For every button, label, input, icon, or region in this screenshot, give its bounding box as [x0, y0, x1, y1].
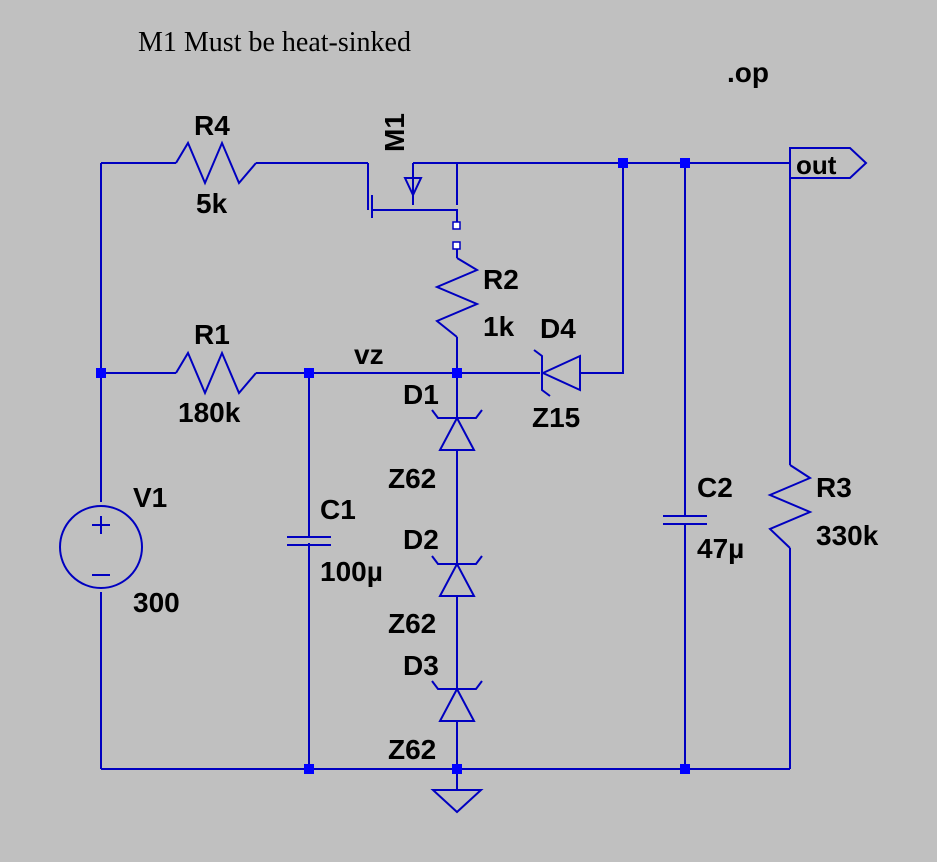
d1-cathode-bar: [431, 409, 483, 419]
c1-plates: [287, 536, 331, 546]
v1-plus-icon: [92, 516, 110, 534]
d2-triangle: [438, 561, 476, 597]
r3-zigzag: [767, 464, 813, 549]
r2-value: 1k: [483, 311, 515, 342]
r1-zigzag: [175, 350, 257, 396]
d3-triangle: [438, 686, 476, 722]
junctions: [96, 158, 690, 774]
r2-pin: [452, 241, 461, 250]
d4-ref: D4: [540, 313, 576, 344]
d1-value: Z62: [388, 463, 436, 494]
zener-d2[interactable]: D2 Z62: [388, 524, 483, 639]
resistor-r1[interactable]: R1 180k: [175, 319, 257, 428]
v1-ref: V1: [133, 482, 167, 513]
d2-cathode-bar: [431, 555, 483, 565]
junction-dot: [680, 158, 690, 168]
c1-value: 100µ: [320, 556, 383, 587]
r2-ref: R2: [483, 264, 519, 295]
r4-zigzag: [175, 140, 257, 186]
r3-ref: R3: [816, 472, 852, 503]
d1-triangle: [438, 415, 476, 451]
m1-ref: M1: [379, 113, 410, 152]
d3-value: Z62: [388, 734, 436, 765]
capacitor-c2[interactable]: C2 47µ: [663, 472, 744, 564]
d2-ref: D2: [403, 524, 439, 555]
out-flag-shape: [789, 147, 868, 179]
r1-value: 180k: [178, 397, 241, 428]
c2-ref: C2: [697, 472, 733, 503]
comment-text: M1 Must be heat-sinked: [138, 27, 411, 58]
m1-body-arrow: [403, 177, 423, 198]
voltage-source-v1[interactable]: V1 300: [59, 482, 180, 618]
wire-d4-to-out: [580, 163, 624, 374]
resistor-r2[interactable]: R2 1k: [434, 257, 519, 342]
r4-value: 5k: [196, 188, 228, 219]
d4-cathode-bar: [533, 349, 551, 397]
c2-value: 47µ: [697, 533, 744, 564]
zener-d4[interactable]: D4 Z15: [532, 313, 581, 433]
resistor-r4[interactable]: R4 5k: [175, 110, 257, 219]
junction-dot: [618, 158, 628, 168]
net-label-vz: vz: [354, 339, 384, 370]
m1-gate-bar: [372, 209, 458, 222]
junction-dot: [96, 368, 106, 378]
wires: [100, 162, 791, 790]
capacitor-c1[interactable]: C1 100µ: [287, 494, 383, 587]
resistor-r3[interactable]: R3 330k: [767, 464, 879, 551]
out-flag-label: out: [796, 150, 837, 180]
zener-d1[interactable]: D1 Z62: [388, 379, 483, 494]
d4-value: Z15: [532, 402, 580, 433]
junction-dot: [452, 368, 462, 378]
junction-dot: [680, 764, 690, 774]
junction-dot: [304, 764, 314, 774]
m1-pin: [452, 221, 461, 230]
zener-d3[interactable]: D3 Z62: [388, 650, 483, 765]
r3-value: 330k: [816, 520, 879, 551]
r2-zigzag: [434, 257, 480, 338]
c1-ref: C1: [320, 494, 356, 525]
junction-dot: [304, 368, 314, 378]
d4-triangle: [540, 354, 581, 392]
r1-ref: R1: [194, 319, 230, 350]
d1-ref: D1: [403, 379, 439, 410]
mosfet-m1[interactable]: M1: [367, 113, 461, 250]
v1-circle: [59, 505, 143, 589]
d3-cathode-bar: [431, 680, 483, 690]
v1-value: 300: [133, 587, 180, 618]
output-port-out[interactable]: out: [789, 147, 868, 180]
junction-dot: [452, 764, 462, 774]
r4-ref: R4: [194, 110, 230, 141]
c2-plates: [663, 515, 707, 525]
ground-icon: [430, 789, 484, 814]
d2-value: Z62: [388, 608, 436, 639]
ground-symbol: [430, 789, 484, 814]
spice-directive: .op: [727, 57, 769, 88]
d3-ref: D3: [403, 650, 439, 681]
